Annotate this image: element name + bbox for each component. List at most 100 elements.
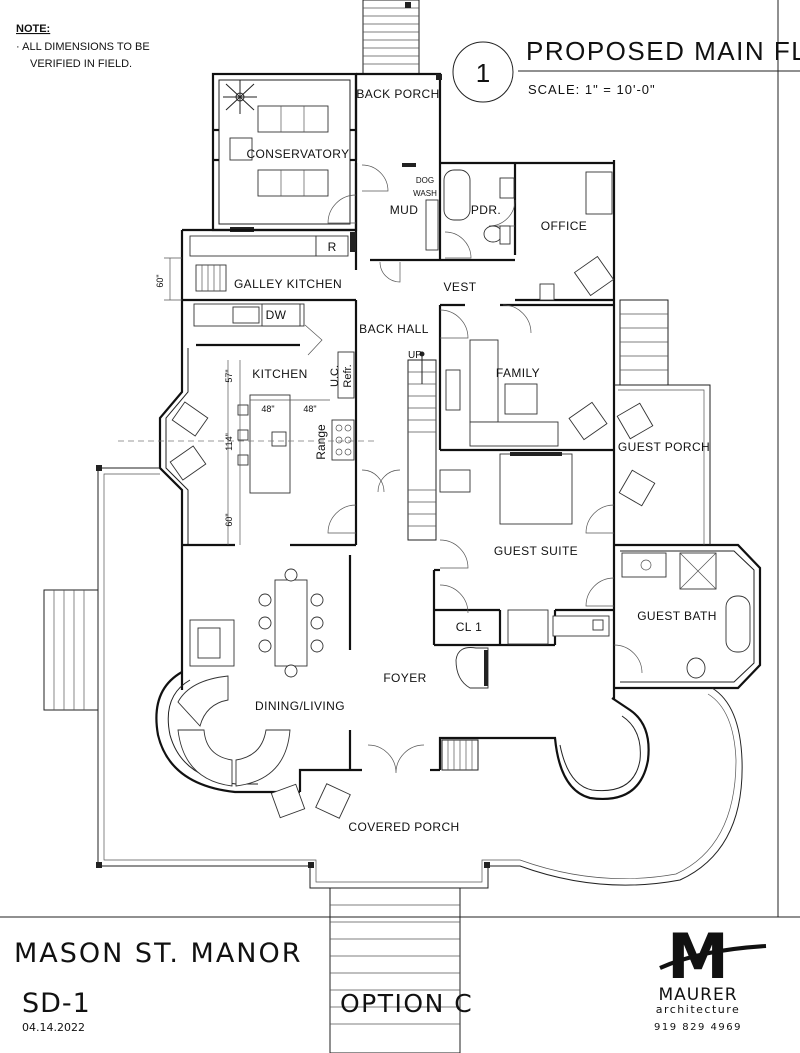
room-labels: BACK PORCH CONSERVATORY DOG WASH MUD PDR… — [234, 87, 717, 834]
armchair — [568, 401, 608, 441]
drawing-scale: SCALE: 1" = 10'-0" — [528, 82, 656, 97]
vanity — [621, 552, 667, 578]
armchair — [270, 783, 306, 819]
firm-subtitle: architecture — [656, 1003, 741, 1016]
stair-segment — [439, 469, 471, 493]
armchair — [618, 469, 656, 507]
label-pdr: PDR. — [471, 203, 501, 217]
conservatory-furniture — [223, 80, 329, 197]
maurer-logo: M MAURER architecture — [656, 920, 767, 1016]
label-back-hall: BACK HALL — [359, 322, 429, 336]
armchair — [573, 255, 615, 297]
label-refr: Refr. — [342, 364, 354, 387]
island-sink — [271, 431, 287, 447]
sheet-number: SD-1 — [22, 988, 91, 1019]
drawing-title-text: PROPOSED MAIN FL. — [526, 36, 800, 66]
label-back-porch: BACK PORCH — [356, 87, 439, 101]
dimension-labels: 60" 57" 48" 48" 114" 60" — [155, 274, 317, 526]
coffee-table — [504, 383, 538, 415]
label-galley-kitchen: GALLEY KITCHEN — [234, 277, 342, 291]
title-block: MASON ST. MANOR SD-1 04.14.2022 OPTION C… — [14, 920, 767, 1034]
label-range: Range — [314, 424, 328, 460]
guest-porch-outline — [614, 299, 711, 545]
label-guest-porch: GUEST PORCH — [618, 440, 710, 454]
family-furniture — [445, 339, 608, 447]
porch-side-stair — [43, 589, 99, 711]
fixtures-north — [350, 163, 615, 301]
armchair — [616, 402, 654, 440]
drawing-number-circle — [452, 41, 514, 103]
label-family: FAMILY — [496, 366, 540, 380]
note-line-2: VERIFIED IN FIELD. — [30, 58, 132, 70]
sheet-frame — [0, 0, 800, 918]
guest-bath-fixtures — [621, 552, 751, 679]
stair-down — [195, 264, 227, 292]
sofa — [257, 169, 329, 197]
label-dog-wash-2: WASH — [413, 189, 437, 198]
note-line-1: · ALL DIMENSIONS TO BE — [16, 41, 150, 53]
bathtub — [443, 169, 471, 221]
label-office: OFFICE — [541, 219, 587, 233]
refrigerator-tag: R — [328, 240, 337, 254]
undercounter-refrigerator — [337, 351, 355, 399]
general-note: NOTE: · ALL DIMENSIONS TO BE VERIFIED IN… — [16, 23, 150, 70]
curved-sofa — [235, 729, 291, 787]
armchair — [315, 783, 351, 819]
label-cl1: CL 1 — [456, 620, 483, 634]
curved-sofa — [177, 675, 229, 727]
label-conservatory: CONSERVATORY — [246, 147, 349, 161]
label-up: UP — [408, 350, 422, 361]
firm-phone: 919 829 4969 — [654, 1022, 742, 1033]
curved-sofa — [177, 729, 233, 787]
toilet — [483, 225, 503, 243]
range — [331, 419, 355, 461]
interior-walls — [182, 163, 614, 770]
foyer-fixtures — [441, 647, 489, 771]
guest-porch-stair — [619, 299, 669, 386]
dim-57: 57" — [224, 369, 234, 382]
label-covered-porch: COVERED PORCH — [348, 820, 459, 834]
dishwasher — [261, 303, 301, 327]
sofa — [257, 105, 329, 133]
project-name: MASON ST. MANOR — [14, 938, 303, 969]
dining-table — [274, 579, 308, 667]
galley-kitchen-fixtures: R — [189, 235, 349, 327]
label-vest: VEST — [444, 280, 477, 294]
drawing-number: 1 — [476, 58, 490, 88]
label-foyer: FOYER — [383, 671, 426, 685]
note-heading: NOTE: — [16, 23, 50, 35]
label-dining-living: DINING/LIVING — [255, 699, 345, 713]
label-guest-suite: GUEST SUITE — [494, 544, 578, 558]
freestanding-tub — [725, 595, 751, 653]
sink — [499, 177, 515, 199]
door-swings — [304, 164, 643, 774]
kitchen-fixtures — [118, 351, 375, 545]
armchair — [171, 401, 209, 437]
dim-48-a: 48" — [261, 404, 274, 414]
covered-porch-outline — [43, 465, 743, 1053]
porch-front-stair — [329, 887, 461, 1053]
sink — [232, 306, 260, 324]
desk — [585, 171, 613, 215]
sectional-sofa — [469, 339, 499, 423]
piano — [455, 647, 489, 689]
dim-48-b: 48" — [303, 404, 316, 414]
back-stair — [362, 0, 420, 75]
main-stair — [407, 351, 437, 541]
bed — [499, 453, 573, 525]
label-uc: U.C. — [329, 365, 341, 387]
guest-suite-furniture — [439, 452, 610, 645]
toilet — [686, 657, 706, 679]
label-mud: MUD — [390, 203, 419, 217]
label-guest-bath: GUEST BATH — [637, 609, 717, 623]
sheet-date: 04.14.2022 — [22, 1021, 85, 1034]
side-table — [229, 137, 253, 161]
label-dw: DW — [266, 308, 287, 322]
armchair — [169, 445, 207, 481]
counter — [189, 235, 317, 257]
dim-114: 114" — [224, 433, 234, 451]
drawing-title: 1 PROPOSED MAIN FL. SCALE: 1" = 10'-0" — [452, 36, 800, 103]
firm-name: MAURER — [658, 985, 737, 1005]
label-dog-wash-1: DOG — [416, 176, 434, 185]
